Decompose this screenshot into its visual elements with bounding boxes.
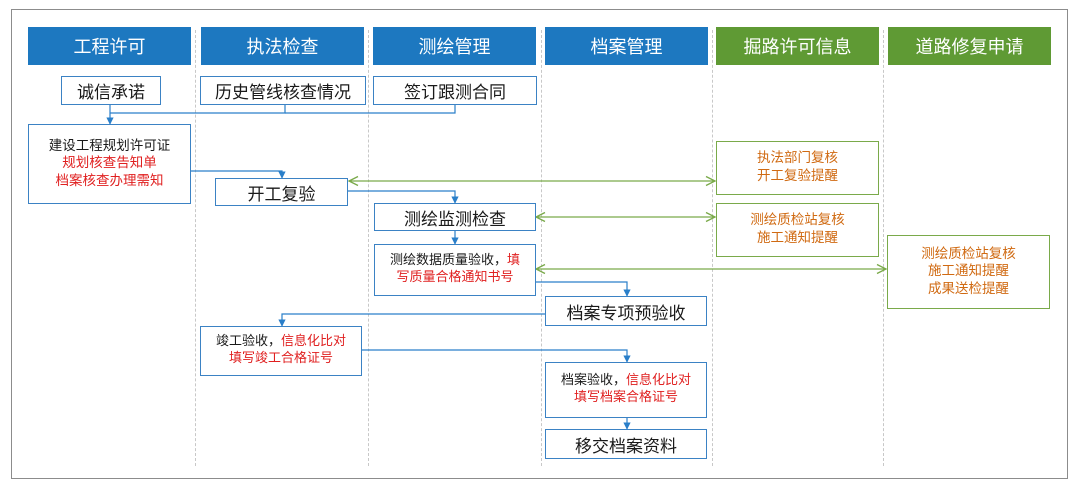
header-archive-management: 档案管理 [545,27,708,65]
node-archive-acceptance: 档案验收，信息化比对 填写档案合格证号 [545,362,707,418]
node-road-repair-review: 测绘质检站复核 施工通知提醒 成果送检提醒 [887,235,1050,309]
column-divider [541,30,542,466]
diagram-frame [11,9,1068,479]
node-integrity-pledge: 诚信承诺 [61,76,161,105]
arrow-quality-to-precheck [535,281,631,297]
header-survey-management: 测绘管理 [373,27,536,65]
merge-line [285,105,456,114]
quality-highlight: 填 [507,253,521,269]
quality-highlight: 写质量合格通知书号 [396,270,514,285]
merge-line [110,105,286,114]
node-archive-transfer: 移交档案资料 [545,429,707,459]
review-line: 施工通知提醒 [757,230,838,246]
quality-text: 测绘数据质量验收， [389,253,507,269]
permit-line: 档案核查办理需知 [55,172,164,189]
header-law-enforcement: 执法检查 [201,27,364,65]
header-road-excavation-permit: 掘路许可信息 [716,27,879,65]
review-line: 施工通知提醒 [928,263,1009,280]
completion-text: 竣工验收， [215,334,281,350]
node-survey-monitoring: 测绘监测检查 [374,203,536,231]
permit-line: 规划核查告知单 [62,155,157,172]
node-pipeline-history: 历史管线核查情况 [200,76,366,105]
completion-highlight: 填写竣工合格证号 [228,351,333,366]
node-quality-station-review: 测绘质检站复核 施工通知提醒 [716,203,879,257]
arrow-recheck-to-monitoring [348,190,459,204]
arrow-completion-to-acceptance [362,349,631,363]
review-line: 成果送检提醒 [928,280,1009,297]
node-start-recheck: 开工复验 [215,178,348,206]
permit-line: 建设工程规划许可证 [48,137,171,154]
column-divider [368,30,369,466]
node-survey-contract: 签订跟测合同 [373,76,537,105]
node-data-quality-acceptance: 测绘数据质量验收，填 写质量合格通知书号 [374,244,536,296]
review-line: 执法部门复核 [757,150,838,167]
column-divider [712,30,713,466]
acceptance-highlight: 填写档案合格证号 [573,390,678,405]
node-archive-precheck: 档案专项预验收 [545,296,707,326]
acceptance-highlight: 信息化比对 [626,373,692,389]
review-line: 测绘质检站复核 [921,245,1016,262]
column-divider [883,30,884,466]
header-engineering-permit: 工程许可 [28,27,191,65]
node-enforcement-review: 执法部门复核 开工复验提醒 [716,141,879,195]
node-completion-acceptance: 竣工验收，信息化比对 填写竣工合格证号 [200,326,362,376]
acceptance-text: 档案验收， [560,373,626,389]
review-line: 开工复验提醒 [757,168,838,184]
review-line: 测绘质检站复核 [750,212,845,229]
node-planning-permit: 建设工程规划许可证 规划核查告知单 档案核查办理需知 [28,124,191,204]
completion-highlight: 信息化比对 [281,334,347,350]
column-divider [195,30,196,466]
header-road-repair-application: 道路修复申请 [888,27,1051,65]
arrow-precheck-to-completion [278,313,545,327]
